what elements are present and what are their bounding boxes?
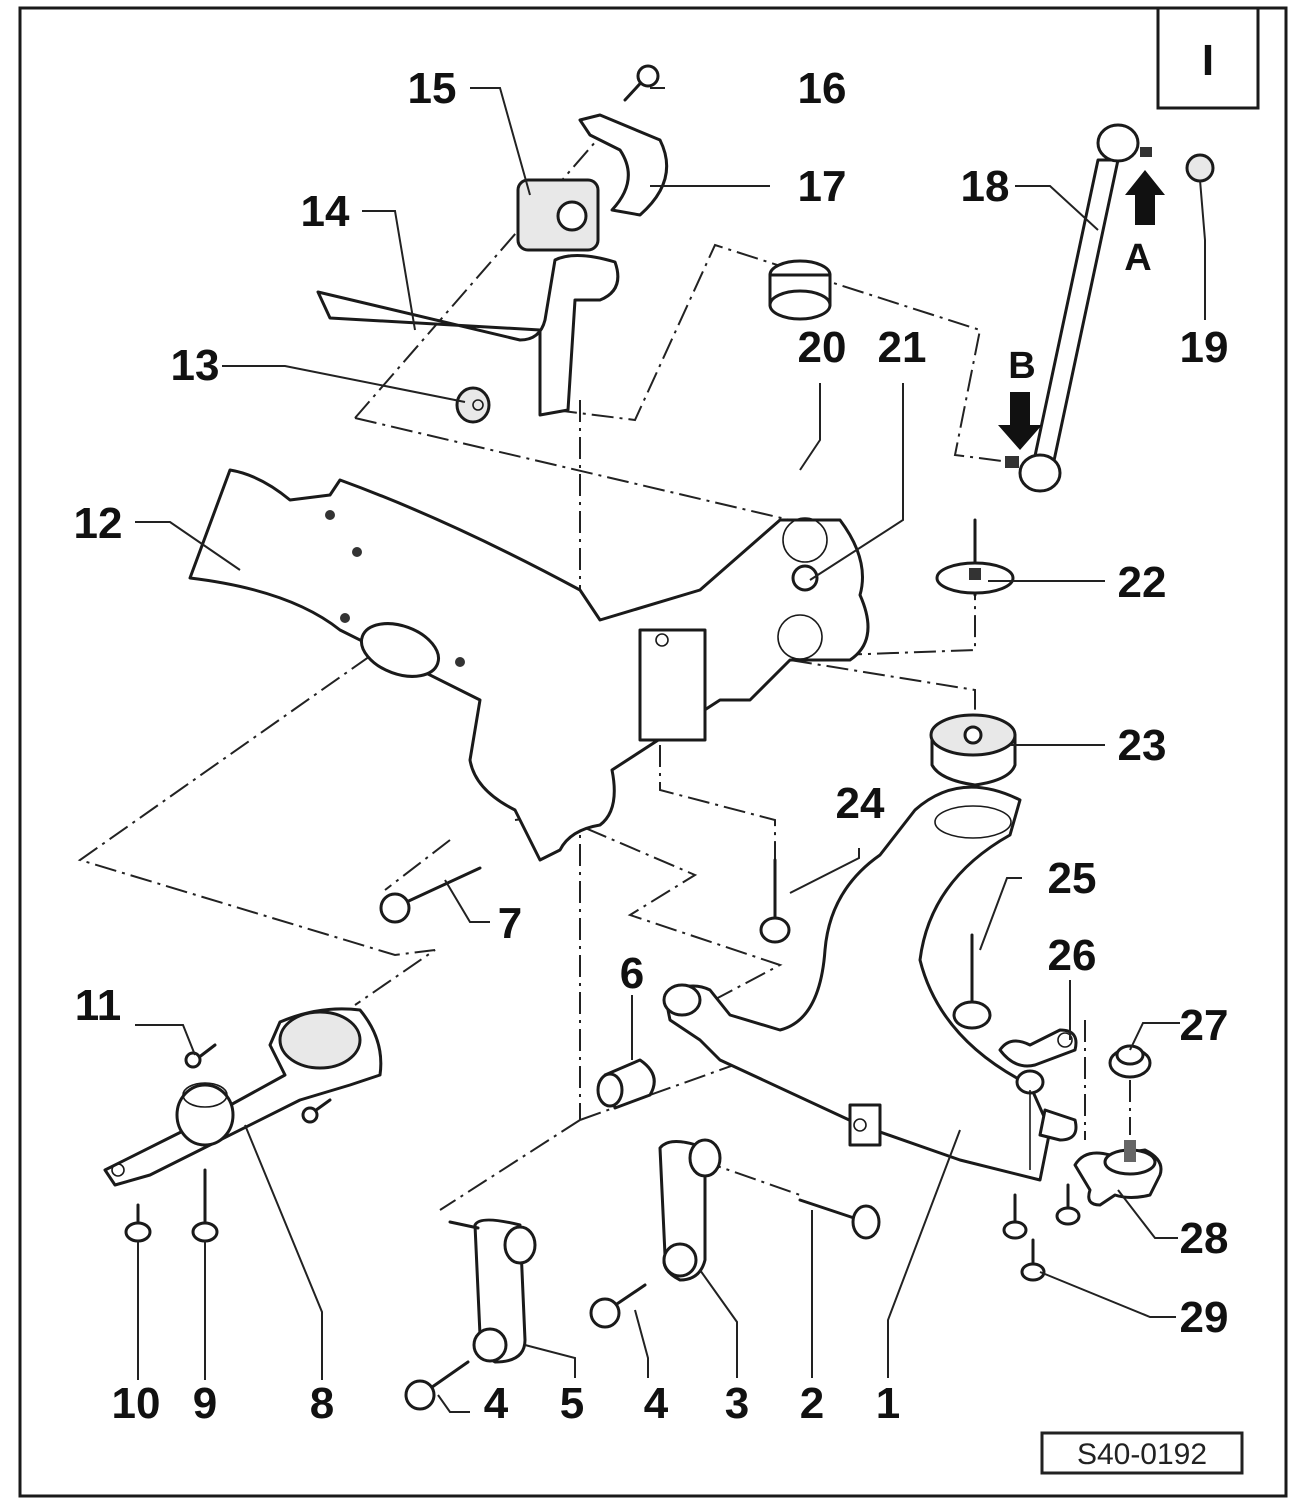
callout-25: 25 [1048, 854, 1097, 903]
callout-7: 7 [498, 899, 522, 948]
arrow-b-label: B [1008, 345, 1035, 387]
part-16-bolt [623, 64, 660, 102]
callout-15: 15 [408, 64, 457, 113]
callout-9: 9 [193, 1379, 217, 1428]
arrow-a-label: A [1124, 237, 1151, 279]
callout-17: 17 [798, 162, 847, 211]
part-20-rubber-mount [768, 259, 832, 321]
callout-13: 13 [171, 341, 220, 390]
arrow-a: A [1124, 170, 1165, 279]
callout-10: 10 [112, 1379, 161, 1428]
callout-6: 6 [620, 949, 644, 998]
part-9-bolt [191, 1168, 219, 1243]
callout-20: 20 [798, 323, 847, 372]
part-3-link [658, 1138, 722, 1282]
callout-14: 14 [301, 187, 350, 236]
part-5-link [448, 1218, 537, 1364]
callout-3: 3 [725, 1379, 749, 1428]
callout-23: 23 [1118, 721, 1167, 770]
part-22-bolt-washer [935, 518, 1015, 597]
callout-4: 4 [484, 1379, 509, 1428]
part-6-front-bushing [596, 1058, 656, 1110]
callout-16: 16 [798, 64, 847, 113]
callout-24: 24 [836, 779, 885, 828]
callout-2: 2 [800, 1379, 824, 1428]
part-23-rear-bushing [929, 713, 1017, 787]
part-19-nut [1185, 153, 1215, 183]
callouts: 1 2 3 4 4 5 6 7 8 9 10 11 12 13 14 15 16… [74, 64, 1229, 1428]
part-29-bolts [1002, 1183, 1081, 1282]
part-2-bolt [798, 1198, 881, 1240]
arrow-b: B [998, 345, 1042, 450]
part-26-bracket [998, 1028, 1078, 1170]
part-28-ball-joint [1073, 1140, 1163, 1207]
part-10-bolt [124, 1203, 152, 1243]
part-8-pendulum-support [103, 1007, 383, 1187]
part-27-nut [1108, 1044, 1152, 1079]
callout-12: 12 [74, 499, 123, 548]
callout-28: 28 [1180, 1214, 1229, 1263]
callout-21: 21 [878, 323, 927, 372]
part-15-rubber-bush [516, 178, 600, 252]
figure-code-box: S40-0192 [1040, 1431, 1244, 1475]
section-marker-label: I [1202, 36, 1214, 85]
callout-18: 18 [961, 162, 1010, 211]
part-17-clamp [578, 113, 669, 217]
part-7-bolt [379, 866, 482, 924]
callout-8: 8 [310, 1379, 334, 1428]
callout-1: 1 [876, 1379, 900, 1428]
callout-11: 11 [75, 981, 122, 1030]
part-1-wishbone [662, 785, 1052, 1182]
callout-5: 5 [560, 1379, 584, 1428]
callout-26: 26 [1048, 931, 1097, 980]
part-24-bolt [759, 858, 791, 944]
part-18-coupling-rod [1005, 123, 1152, 493]
callout-27: 27 [1180, 1001, 1229, 1050]
callout-29: 29 [1180, 1293, 1229, 1342]
part-25-bolt [952, 933, 992, 1030]
part-12-subframe [188, 468, 870, 862]
part-4-bolt-right [589, 1283, 647, 1329]
part-4-bolt-left [404, 1360, 470, 1411]
part-11-bolts [184, 1043, 332, 1124]
figure-code: S40-0192 [1077, 1438, 1207, 1471]
callout-22: 22 [1118, 558, 1167, 607]
leader-lines [135, 87, 1206, 1413]
callout-19: 19 [1180, 323, 1229, 372]
part-13-nut [455, 386, 491, 424]
callout-4: 4 [644, 1379, 669, 1428]
diagram-frame [18, 6, 1288, 1498]
part-14-anti-roll-bar [316, 254, 620, 417]
section-marker: I [1156, 6, 1260, 110]
